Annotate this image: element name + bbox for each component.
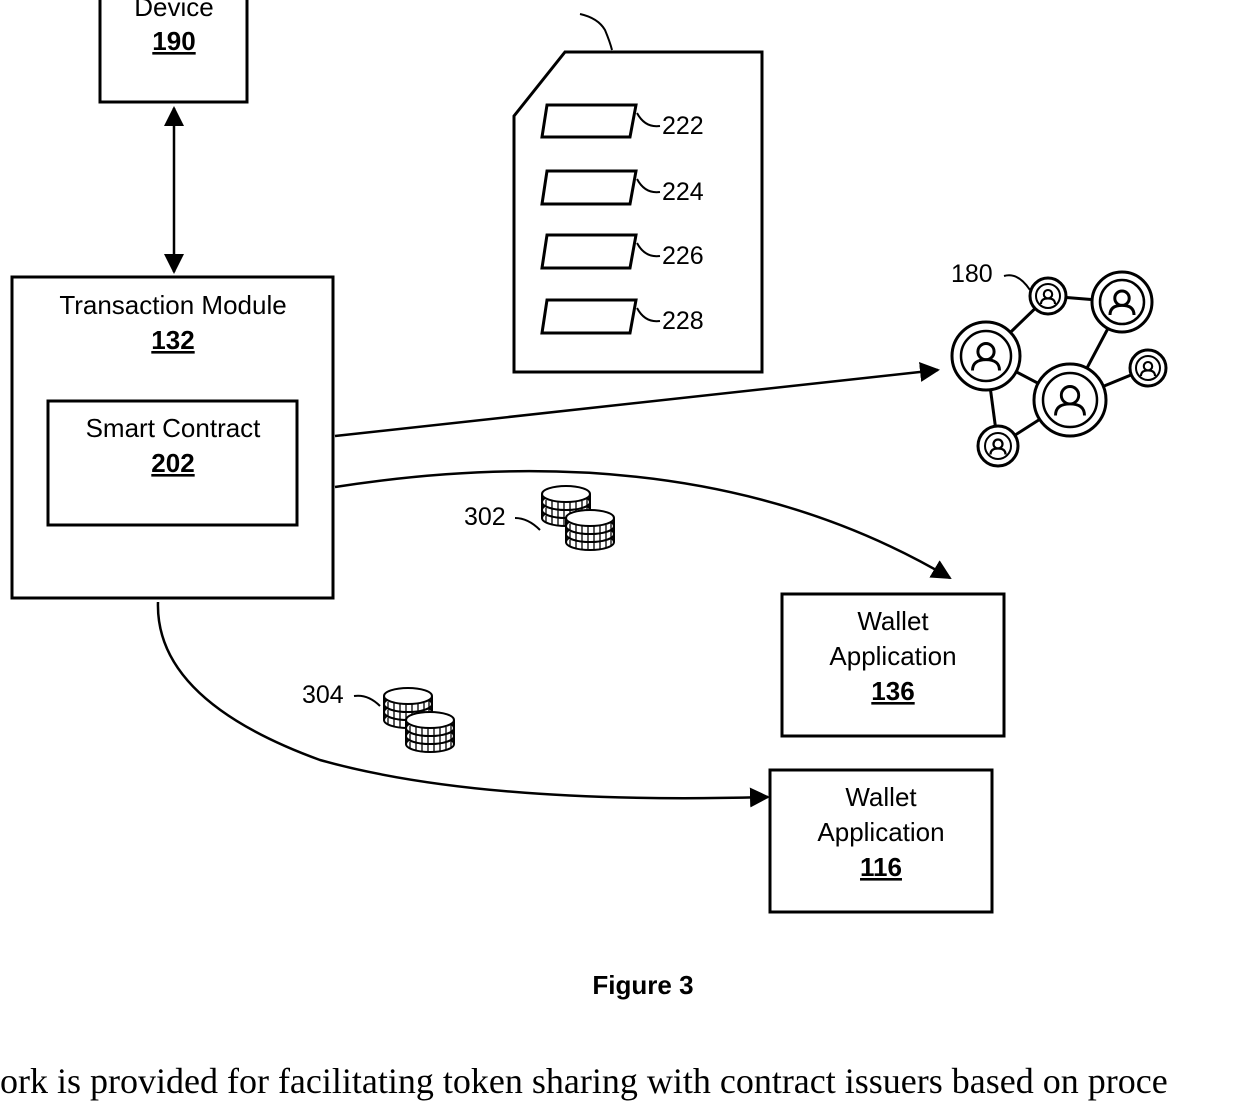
wallet-136-number: 136 [871, 676, 914, 706]
transaction-module-number: 132 [151, 325, 194, 355]
module-to-wallet-136-arrow [335, 471, 950, 578]
device-number: 190 [152, 26, 195, 56]
smart-contract-number: 202 [151, 448, 194, 478]
network-graph: 180 [951, 260, 1166, 466]
module-to-wallet-116-arrow [158, 602, 768, 798]
wallet-application-136-box: Wallet Application 136 [782, 594, 1004, 736]
smart-contract-box: Smart Contract 202 [48, 401, 297, 525]
device-label: Device [134, 0, 213, 22]
tokens-304: 304 [302, 681, 454, 752]
wallet-136-line2: Application [829, 641, 956, 671]
field-ref-224: 224 [662, 178, 704, 206]
field-ref-226: 226 [662, 242, 704, 270]
contract-document: 222 224 226 228 [514, 14, 762, 372]
smart-contract-label: Smart Contract [86, 413, 262, 443]
figure-caption: Figure 3 [592, 970, 693, 1000]
document-leader [580, 14, 612, 50]
tokens-302: 302 [464, 486, 614, 550]
transaction-module-label: Transaction Module [59, 290, 286, 320]
coin-stack-icon [406, 712, 454, 752]
tokens-304-ref: 304 [302, 681, 344, 709]
network-node-2 [1092, 272, 1152, 332]
network-node-6 [978, 426, 1018, 466]
module-to-network-arrow [335, 370, 938, 436]
field-ref-222: 222 [662, 112, 704, 140]
network-node-4 [1130, 350, 1166, 386]
coin-stack-icon [566, 510, 614, 550]
network-node-3 [952, 322, 1020, 390]
device-box: Device 190 [100, 0, 247, 102]
wallet-application-116-box: Wallet Application 116 [770, 770, 992, 912]
wallet-136-line1: Wallet [857, 606, 929, 636]
network-node-5 [1034, 364, 1106, 436]
wallet-116-line2: Application [817, 817, 944, 847]
field-ref-228: 228 [662, 307, 704, 335]
network-ref: 180 [951, 260, 993, 288]
wallet-116-line1: Wallet [845, 782, 917, 812]
wallet-116-number: 116 [860, 852, 902, 882]
tokens-302-ref: 302 [464, 503, 506, 531]
network-node-1 [1030, 278, 1066, 314]
